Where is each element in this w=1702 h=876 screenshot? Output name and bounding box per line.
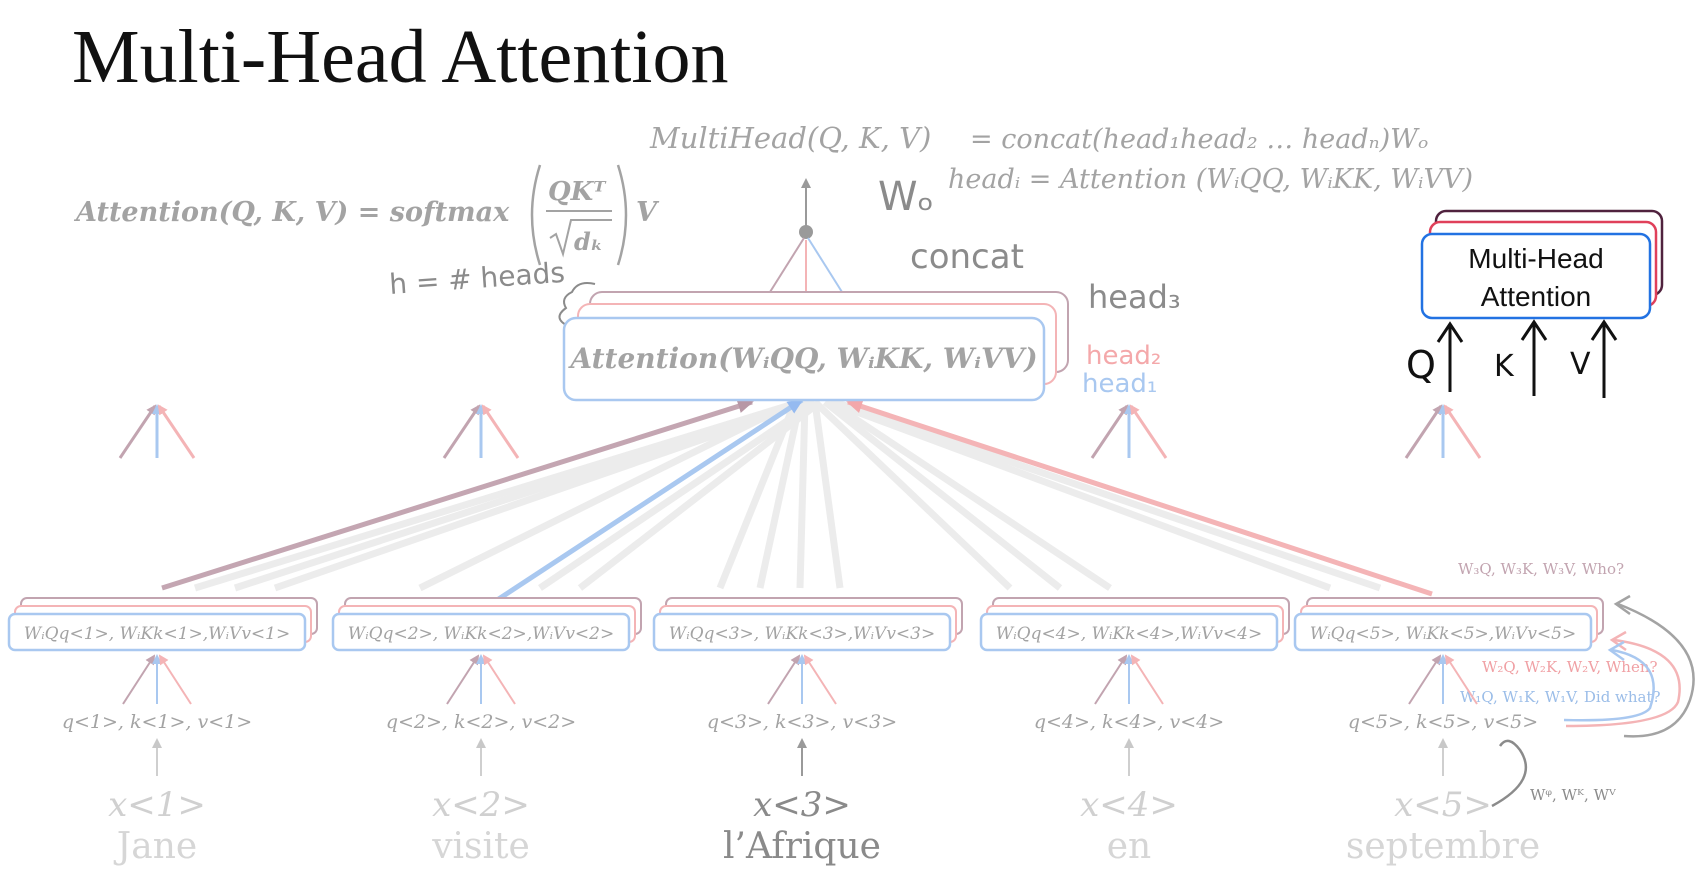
side-note-wqkv: Wᵠ, Wᴷ, Wⱽ (1530, 786, 1616, 804)
attention-denominator: dₖ (574, 227, 603, 256)
qkv-arrow-pink (482, 654, 516, 705)
qkv-arrow-purple (446, 654, 480, 705)
side-note-when: W₂Q, W₂K, W₂V, When? (1482, 658, 1658, 676)
loop-arrow-gray (1617, 602, 1695, 738)
qkv-arrow-pink (803, 654, 837, 705)
concat-annotation: concat (910, 237, 1024, 277)
head2-annotation: head₂ (1086, 341, 1161, 371)
loop-arrow-gray-head (1613, 594, 1631, 616)
token-column-5: WᵢQq<5>, WᵢKk<5>,WᵢVv<5> q<5>, k<5>, v<5>… (1293, 597, 1604, 867)
token-box-label: WᵢQq<5>, WᵢKk<5>,WᵢVv<5> (1310, 624, 1577, 644)
attention-v: V (636, 197, 660, 228)
token-word: septembre (1346, 826, 1540, 867)
token-word: l’Afrique (723, 826, 881, 867)
qkv-label: q<2>, k<2>, v<2> (386, 711, 576, 733)
token-column-4: WᵢQq<4>, WᵢKk<4>,WᵢVv<4> q<4>, k<4>, v<4>… (979, 597, 1290, 867)
attention-formula-lhs: Attention(Q, K, V) = softmax (73, 197, 510, 228)
head3-annotation: head₃ (1088, 278, 1181, 316)
arrow-blue-token2 (486, 397, 804, 609)
concat-line-purple (769, 237, 805, 293)
arrow-pink-token5 (846, 399, 1433, 597)
qkv-label: q<5>, k<5>, v<5> (1348, 711, 1538, 733)
mha-block-label-line1: Multi-Head (1468, 243, 1603, 274)
h-heads-annotation: h = # heads (388, 256, 566, 301)
arrow-purple-token1 (161, 399, 754, 591)
multihead-formula-lhs: MultiHead(Q, K, V) (649, 121, 931, 155)
qkv-label: q<3>, k<3>, v<3> (707, 711, 897, 733)
head-i-formula: headᵢ = Attention (WᵢQQ, WᵢKK, WᵢVV) (948, 164, 1473, 195)
qkv-arrow-pink (158, 654, 192, 705)
side-note-didwhat: W₁Q, W₁K, W₁V, Did what? (1460, 688, 1661, 706)
qkv-arrow-purple (767, 654, 801, 705)
token-box-label: WᵢQq<1>, WᵢKk<1>,WᵢVv<1> (24, 624, 291, 644)
center-box-head1 (562, 316, 1046, 402)
attention-numerator: QKᵀ (548, 177, 607, 207)
x-label: x<4> (1080, 785, 1178, 825)
concat-line-blue (807, 237, 843, 293)
token-box-front (1293, 612, 1593, 652)
mha-input-q: Q (1406, 343, 1436, 387)
mha-block-label-line2: Attention (1481, 281, 1592, 312)
mha-input-k: K (1494, 349, 1515, 384)
token-column-1: WᵢQq<1>, WᵢKk<1>,WᵢVv<1> q<1>, k<1>, v<1>… (7, 597, 318, 867)
token-box-front (7, 612, 307, 652)
token-word: visite (431, 826, 530, 867)
token-box-front (331, 612, 631, 652)
slide-title: Multi-Head Attention (72, 15, 729, 99)
token-word: en (1107, 826, 1152, 867)
head1-annotation: head₁ (1082, 369, 1157, 399)
loop-arrow-pink-head (1609, 630, 1627, 652)
sqrt-sign (549, 219, 612, 258)
loop-arrow-pink (1565, 638, 1681, 728)
mha-block-front (1420, 232, 1652, 320)
concat-node (799, 225, 813, 239)
token-box-label: WᵢQq<2>, WᵢKk<2>,WᵢVv<2> (348, 624, 615, 644)
curl-arrow-bottom (1491, 739, 1528, 808)
qkv-arrow-purple (1094, 654, 1128, 705)
x-label: x<1> (108, 785, 206, 825)
softmax-open-paren (530, 164, 542, 266)
multihead-formula-rhs: = concat(head₁head₂ … headₙ)Wₒ (970, 124, 1428, 155)
token-column-3: WᵢQq<3>, WᵢKk<3>,WᵢVv<3> q<3>, k<3>, v<3>… (652, 597, 963, 867)
token-box-label: WᵢQq<4>, WᵢKk<4>,WᵢVv<4> (996, 624, 1263, 644)
qkv-arrow-pink (1444, 654, 1478, 705)
faint-attention-lines (193, 398, 1382, 592)
token-column-2: WᵢQq<2>, WᵢKk<2>,WᵢVv<2> q<2>, k<2>, v<2>… (331, 597, 642, 867)
loop-arrow-blue-head (1607, 640, 1625, 662)
output-tripods (118, 404, 1482, 459)
qkv-label: q<1>, k<1>, v<1> (62, 711, 252, 733)
token-word: Jane (113, 826, 197, 867)
x-label: x<5> (1394, 785, 1492, 825)
softmax-close-paren (616, 164, 628, 266)
token-box-label: WᵢQq<3>, WᵢKk<3>,WᵢVv<3> (669, 624, 936, 644)
side-note-who: W₃Q, W₃K, W₃V, Who? (1458, 560, 1624, 578)
mha-inputs (1436, 319, 1618, 398)
token-box-front (979, 612, 1279, 652)
qkv-arrow-purple (122, 654, 156, 705)
wo-annotation: Wₒ (878, 174, 934, 220)
qkv-arrow-pink (1130, 654, 1164, 705)
qkv-arrow-purple (1408, 654, 1442, 705)
center-box-label: Attention(WᵢQQ, WᵢKK, WᵢVV) (567, 342, 1037, 375)
loop-arrow-blue (1563, 648, 1655, 722)
x-label: x<2> (432, 785, 530, 825)
qkv-label: q<4>, k<4>, v<4> (1034, 711, 1224, 733)
mha-input-v: V (1570, 347, 1591, 382)
x-label: x<3> (753, 785, 851, 825)
token-box-front (652, 612, 952, 652)
